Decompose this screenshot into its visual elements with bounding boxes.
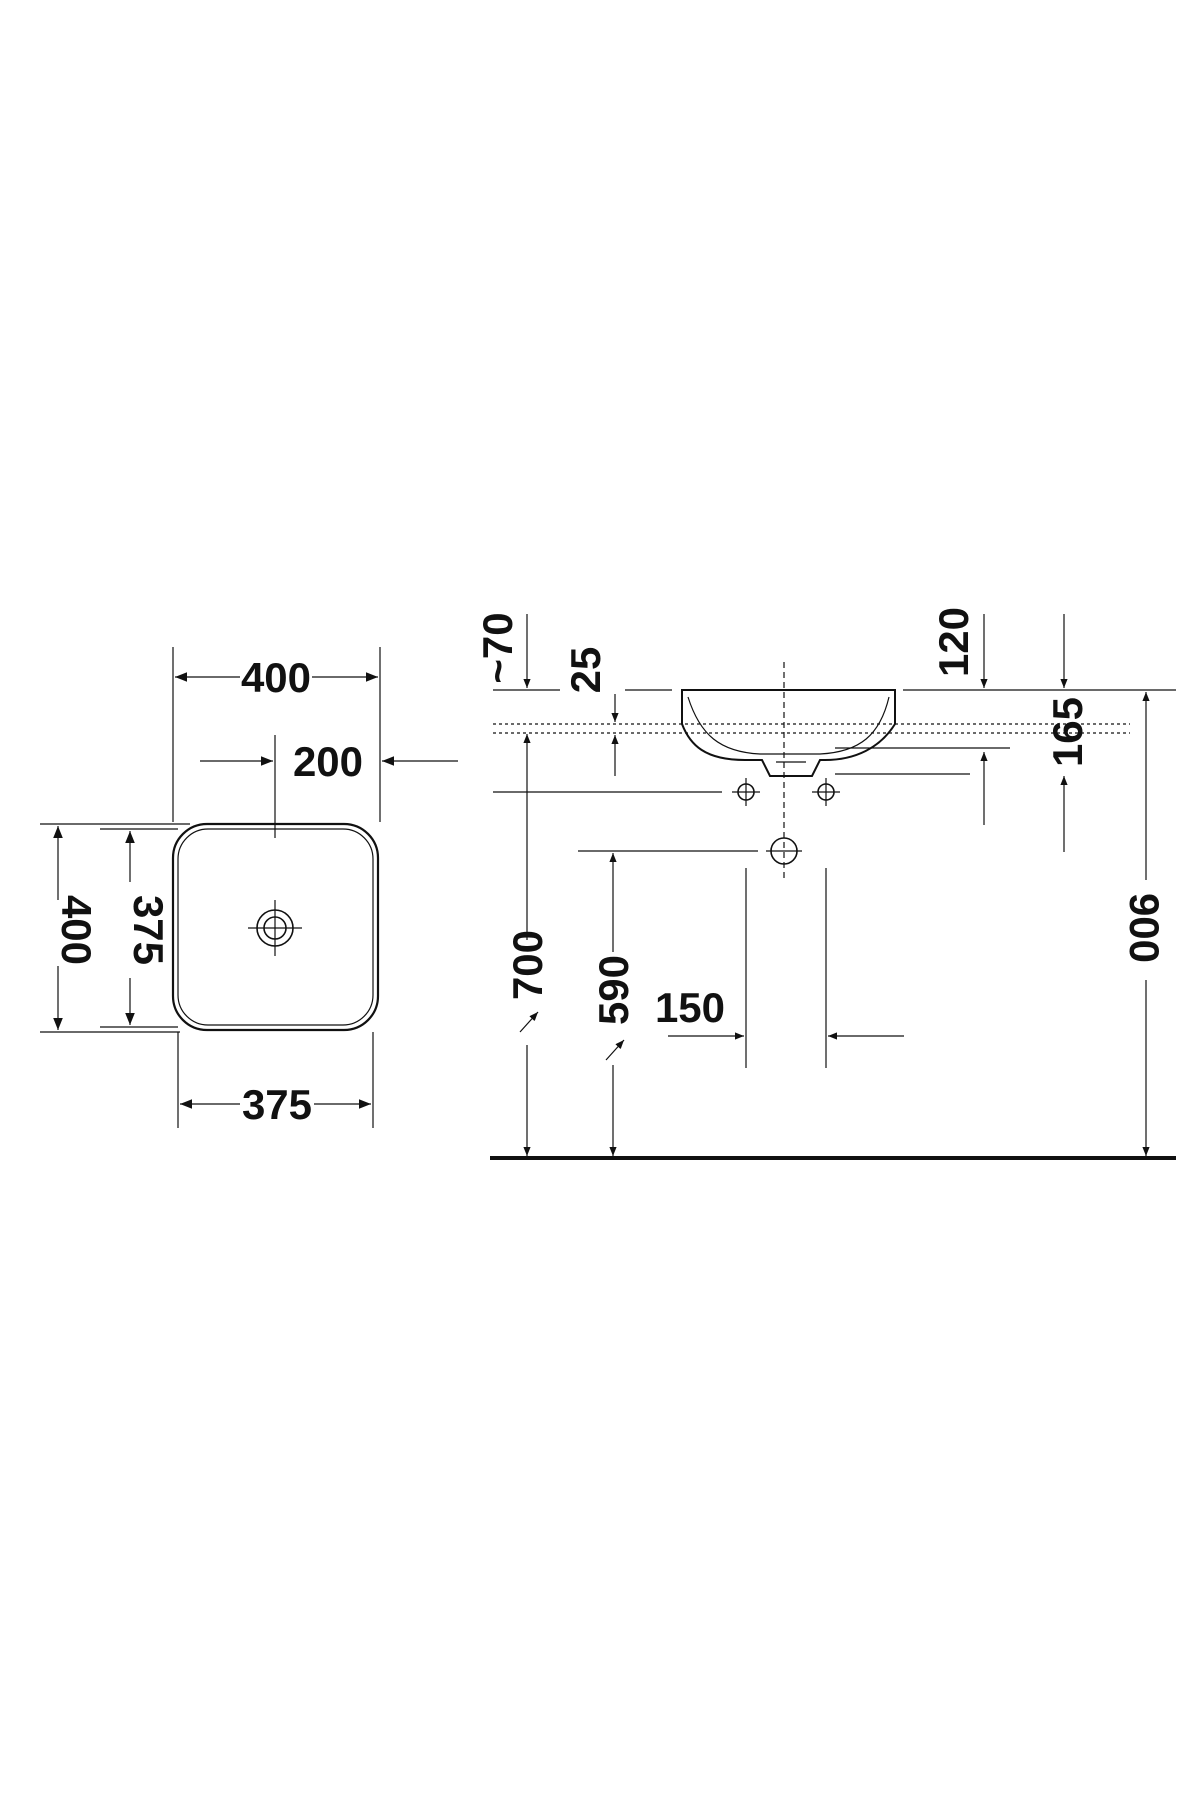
side-view: ~70 25 120 165 700 590 150 900	[474, 607, 1176, 1160]
basin-section	[681, 662, 896, 880]
dim-tap-clearance: ~70	[474, 612, 521, 683]
dim-counter-height: 700	[504, 930, 551, 1000]
dim-width-outer: 400	[241, 654, 311, 701]
dim-rim-height: 900	[1121, 893, 1168, 963]
waste-outlet-icon	[766, 837, 802, 865]
dim-width-inner: 375	[242, 1081, 312, 1128]
dim-drain-offset: 200	[293, 738, 363, 785]
dim-overflow-height: 165	[1044, 697, 1091, 767]
dim-rim-thickness: 25	[562, 647, 609, 694]
dim-bowl-depth: 120	[930, 607, 977, 677]
supply-valve-right-icon	[812, 778, 840, 806]
supply-valve-left-icon	[732, 778, 760, 806]
dim-depth-inner: 375	[125, 895, 172, 965]
dim-waste-height: 590	[590, 955, 637, 1025]
dim-depth-outer: 400	[53, 895, 100, 965]
dim-supply-spacing: 150	[655, 984, 725, 1031]
top-view: 400 200 400 375 375	[40, 647, 458, 1128]
drain-icon	[248, 900, 302, 956]
